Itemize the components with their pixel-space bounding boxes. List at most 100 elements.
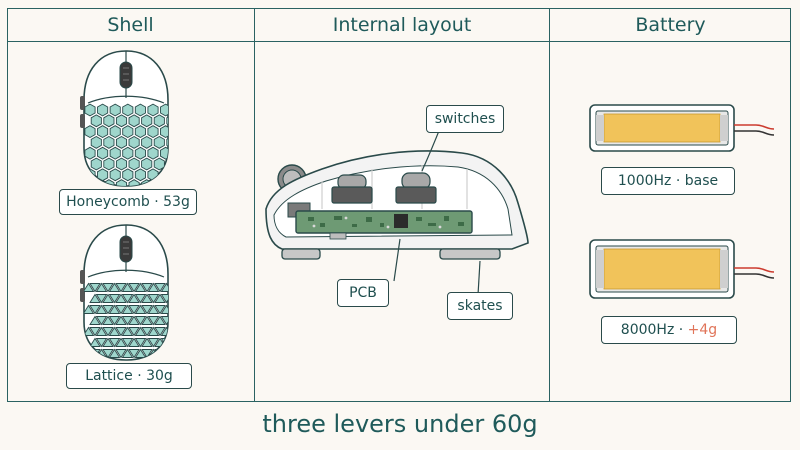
honeycomb-cell	[153, 135, 165, 149]
lattice-cell	[84, 326, 95, 336]
battery-small-icon	[589, 104, 775, 152]
lattice-cell	[141, 293, 153, 303]
honeycomb-cell	[84, 103, 96, 117]
lattice-cell	[89, 293, 101, 303]
lattice-cell	[147, 316, 160, 326]
lattice-cell	[134, 316, 147, 326]
lattice-cell	[95, 338, 108, 348]
honeycomb-cell	[134, 146, 146, 160]
honeycomb-cell	[147, 146, 159, 160]
lattice-cell	[102, 349, 114, 359]
lattice-cell	[160, 316, 168, 326]
honeycomb-cell	[97, 103, 109, 117]
battery-weight-delta: +4g	[687, 322, 718, 338]
diagram-frame	[7, 8, 791, 402]
honeycomb-cell	[115, 179, 128, 186]
honeycomb-cell	[128, 157, 140, 171]
lattice-cell	[115, 349, 127, 359]
lattice-cell	[147, 338, 160, 348]
honeycomb-cell	[115, 114, 128, 128]
lattice-cell	[115, 305, 127, 315]
lattice-cell	[160, 294, 168, 304]
lattice-cell	[128, 327, 140, 337]
lattice-cell	[128, 349, 140, 359]
lattice-cell	[95, 316, 108, 326]
lattice-cell	[147, 304, 160, 314]
lattice-cell	[141, 315, 153, 325]
honeycomb-cell	[153, 114, 165, 128]
honeycomb-cell	[97, 168, 109, 182]
lattice-cell	[141, 349, 153, 359]
lattice-cell	[108, 348, 121, 358]
honeycomb-cell	[160, 103, 168, 117]
battery-1000hz-label: 1000Hz · base	[601, 167, 735, 195]
lattice-cell	[147, 326, 160, 336]
battery-large-icon	[589, 239, 775, 299]
lattice-cell	[128, 337, 140, 347]
lattice-cell	[128, 305, 140, 315]
lattice-cell	[102, 327, 114, 337]
honeycomb-cell	[166, 135, 168, 149]
lattice-cell	[95, 304, 108, 314]
column-divider-2	[549, 8, 550, 402]
lattice-cell	[84, 304, 95, 314]
honeycomb-cell	[141, 157, 153, 171]
lattice-cell	[134, 326, 147, 336]
honeycomb-mouse-icon	[80, 50, 169, 187]
honeycomb-cell	[134, 103, 146, 117]
honeycomb-cell	[141, 135, 153, 149]
lattice-cell	[121, 338, 134, 348]
lattice-cell	[134, 348, 147, 358]
honeycomb-cell	[97, 146, 109, 160]
honeycomb-cell	[109, 168, 121, 182]
lattice-cell	[108, 338, 121, 348]
lattice-cell	[121, 282, 134, 292]
lattice-cell	[89, 337, 101, 347]
lattice-cell	[115, 337, 127, 347]
shell-column-title: Shell	[107, 14, 154, 36]
lattice-cell	[160, 282, 168, 292]
battery-8000hz-text: 8000Hz ·	[620, 322, 688, 338]
lattice-cell	[89, 305, 101, 315]
lattice-cell	[89, 283, 101, 293]
lattice-cell	[160, 348, 168, 358]
lattice-cell	[95, 282, 108, 292]
honeycomb-cell	[128, 135, 140, 149]
battery-8000hz-label: 8000Hz · +4g	[601, 316, 737, 344]
pcb-callout: PCB	[337, 279, 389, 307]
honeycomb-shell-label: Honeycomb · 53g	[59, 189, 197, 215]
switches-callout: switches	[426, 105, 504, 133]
lattice-cell	[121, 304, 134, 314]
lattice-cell	[121, 316, 134, 326]
honeycomb-cell	[115, 135, 128, 149]
lattice-cell	[102, 283, 114, 293]
honeycomb-cell	[128, 114, 140, 128]
honeycomb-cell	[90, 114, 102, 128]
lattice-cell	[154, 327, 166, 337]
lattice-cell	[95, 294, 108, 304]
lattice-cell	[102, 293, 114, 303]
lattice-cell	[95, 326, 108, 336]
lattice-cell	[89, 315, 101, 325]
lattice-cell	[154, 293, 166, 303]
lattice-cell	[134, 304, 147, 314]
honeycomb-cell	[141, 114, 153, 128]
lattice-shell-label: Lattice · 30g	[66, 363, 192, 389]
lattice-cell	[141, 283, 153, 293]
lattice-cell	[121, 348, 134, 358]
honeycomb-cell	[147, 103, 159, 117]
internal-column-title: Internal layout	[332, 14, 472, 36]
skates-callout: skates	[447, 292, 513, 320]
lattice-cell	[128, 283, 140, 293]
lattice-cell	[84, 282, 95, 292]
honeycomb-cell	[122, 103, 134, 117]
lattice-cell	[108, 282, 121, 292]
lattice-cell	[147, 294, 160, 304]
honeycomb-cell	[160, 146, 168, 160]
honeycomb-cell	[147, 125, 159, 139]
lattice-cell	[89, 327, 101, 337]
lattice-cell	[128, 315, 140, 325]
honeycomb-cell	[84, 146, 96, 160]
battery-1000hz-text: 1000Hz · base	[617, 173, 719, 189]
lattice-cell	[141, 327, 153, 337]
